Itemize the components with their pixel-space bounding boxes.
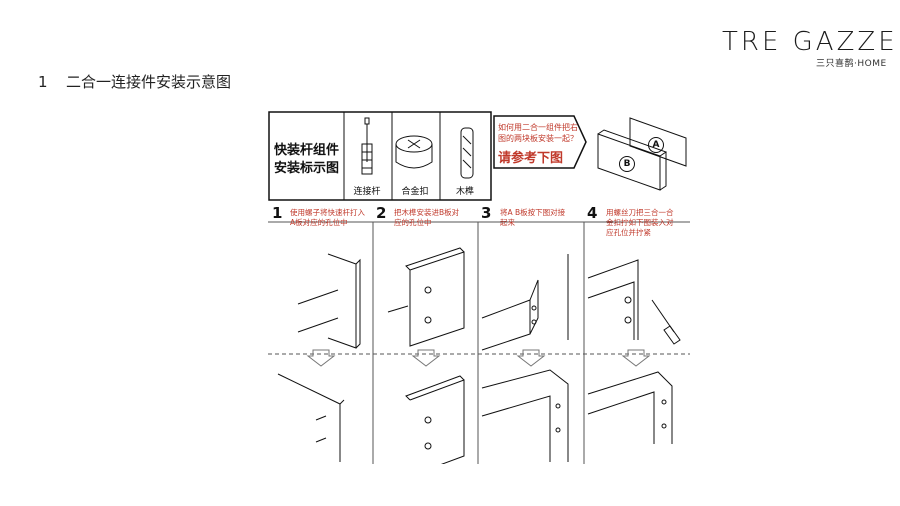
assembly-diagram-drawing <box>268 111 690 464</box>
step-1-number: 1 <box>272 204 283 222</box>
cta-text: 请参考下图 <box>498 151 564 166</box>
step1-drawing <box>277 253 361 462</box>
board-tag-a: A <box>648 137 664 153</box>
down-arrows <box>306 349 651 367</box>
page-title: 1 二合一连接件安装示意图 <box>38 71 231 92</box>
part-label-rod: 连接杆 <box>353 187 381 197</box>
step-4-number: 4 <box>587 204 598 222</box>
step-3-number: 3 <box>481 204 492 222</box>
step-1-text: 使用螺子将快速杆打入A板对应的孔位中 <box>290 208 365 227</box>
brand-logo: TRE GAZZE 三只喜鹊·HOME <box>722 27 898 71</box>
step-4-text: 用螺丝刀把三合一合金扣拧如下图装入对应孔位并拧紧 <box>606 208 674 237</box>
step-2-number: 2 <box>376 204 387 222</box>
steps-grid <box>268 221 690 464</box>
boards-ab-drawing <box>597 117 687 191</box>
part-label-dowel: 木榫 <box>455 187 474 197</box>
step-3-text: 将A B板按下图对接起来 <box>500 208 566 227</box>
section-number: 1 <box>38 73 48 91</box>
connector-rod-icon <box>361 117 373 175</box>
header-box <box>268 111 492 201</box>
dowel-icon <box>460 127 474 179</box>
step-2-text: 把木榫安装进B板对应的孔位中 <box>394 208 460 227</box>
assembly-diagram: 快装杆组件 安装标示图 连接杆 合金扣 木榫 如何用二合一组件把右图的两块板安装… <box>268 104 690 464</box>
part-label-cam: 合金扣 <box>401 187 429 197</box>
brand-tagline: 三只喜鹊·HOME <box>816 59 887 69</box>
section-title: 二合一连接件安装示意图 <box>66 73 232 91</box>
cam-lock-icon <box>395 135 433 169</box>
step3-drawing <box>481 254 569 462</box>
header-title: 快装杆组件 安装标示图 <box>274 143 340 176</box>
question-text: 如何用二合一组件把右图的两块板安装一起？ <box>498 123 578 143</box>
board-tag-b: B <box>619 156 635 172</box>
step4-drawing <box>587 259 681 444</box>
brand-name: TRE GAZZE <box>722 27 898 57</box>
step2-drawing <box>387 247 465 464</box>
callout-arrow <box>493 115 587 169</box>
